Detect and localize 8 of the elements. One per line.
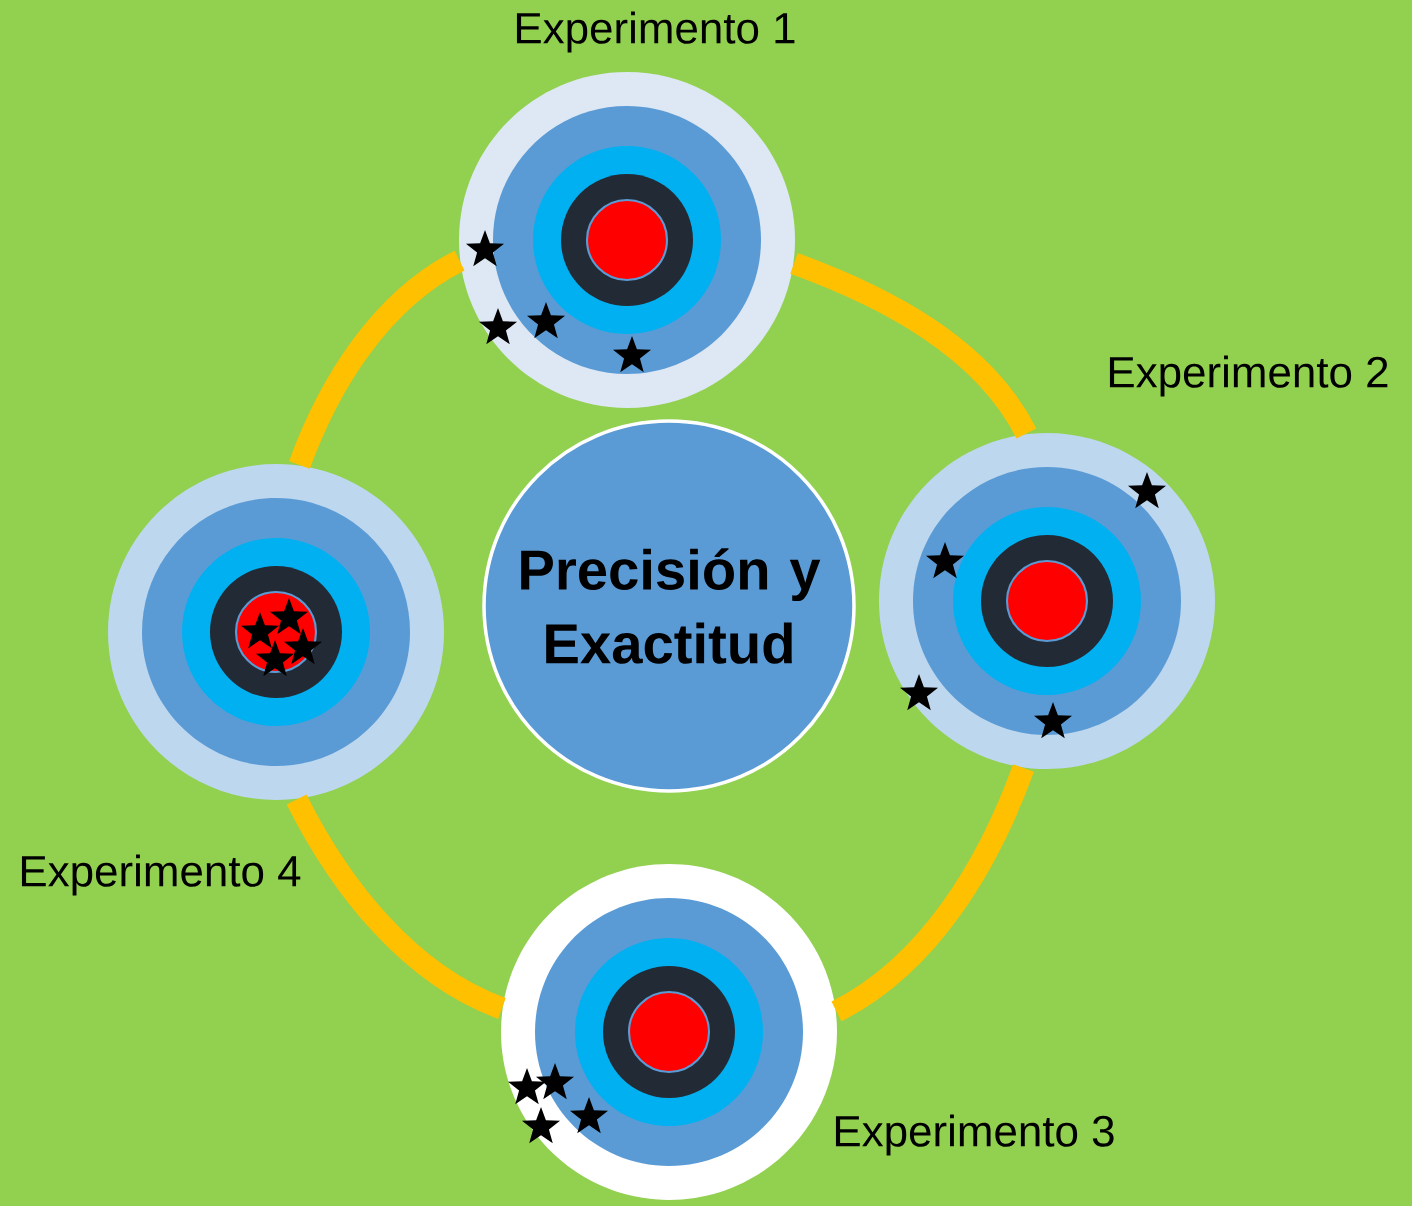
experiment-heading: Experimento 3 (835, 1114, 1114, 1156)
ring-connector (286, 794, 507, 1019)
experiment-heading: Experimento 1 (516, 11, 795, 53)
experiment-heading: Experimento 4 (21, 854, 301, 896)
ring-connector (289, 250, 465, 469)
ring-connector (831, 764, 1034, 1022)
experiment-heading: Experimento 2 (1109, 355, 1388, 397)
ring-connector (790, 253, 1037, 440)
